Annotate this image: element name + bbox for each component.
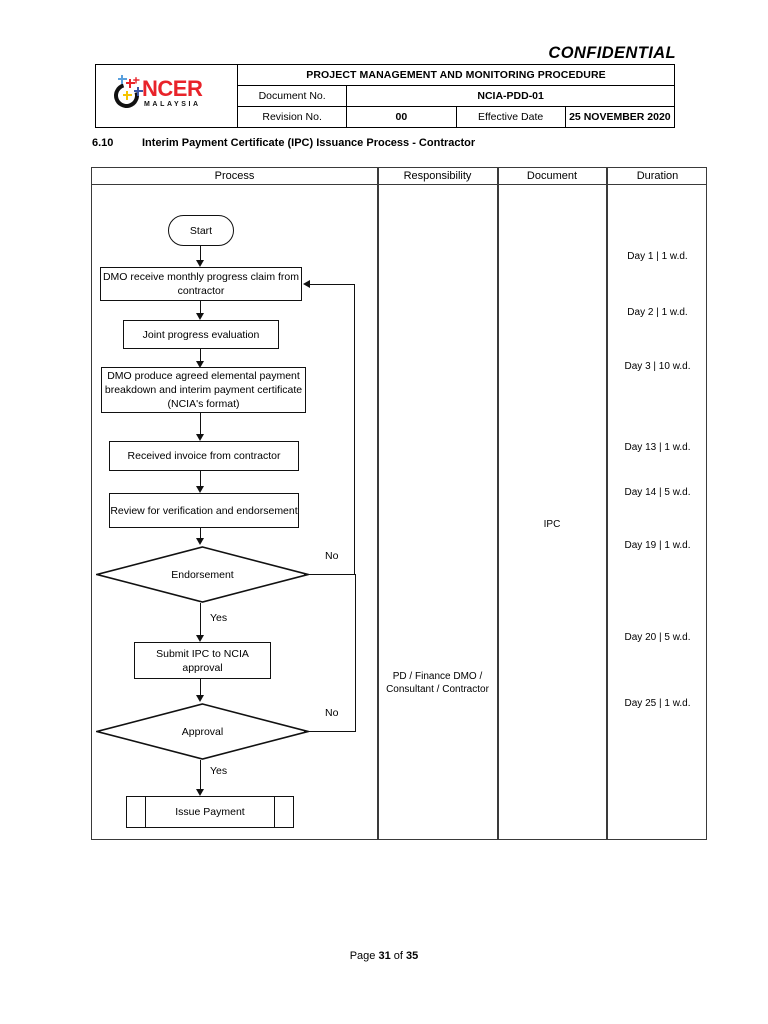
connector-line: [200, 246, 202, 261]
flow-node-label: Endorsement: [171, 568, 234, 581]
flow-node-label: Review for verification and endorsement: [110, 504, 298, 517]
flow-node-label: Issue Payment: [175, 806, 245, 818]
footer-middle: of: [390, 950, 407, 962]
connector-line: [200, 301, 202, 314]
flow-node-endorsement-decision[interactable]: Endorsement: [96, 546, 309, 603]
arrow-icon: [196, 486, 205, 493]
arrow-icon: [196, 789, 205, 796]
footer-prefix: Page: [349, 950, 379, 962]
flow-node-produce-breakdown[interactable]: DMO produce agreed elemental payment bre…: [101, 367, 306, 413]
duration-cell: Day 2 | 1 w.d.: [627, 307, 688, 318]
duration-cell: Day 14 | 5 w.d.: [624, 487, 691, 498]
section-heading: 6.10 Interim Payment Certificate (IPC) Is…: [92, 137, 475, 149]
confidential-banner: CONFIDENTIAL: [548, 44, 676, 62]
duration-cell: Day 1 | 1 w.d.: [627, 251, 688, 262]
flow-node-submit-ipc[interactable]: Submit IPC to NCIA approval: [134, 642, 271, 679]
arrow-icon: [196, 313, 205, 320]
footer-page-number: 31: [378, 950, 391, 962]
duration-cell: Day 3 | 10 w.d.: [624, 361, 691, 372]
document-no-label: Document No.: [236, 85, 348, 107]
revision-no-label: Revision No.: [236, 106, 348, 128]
connector-line: [200, 679, 202, 696]
connector-line: [200, 760, 202, 790]
flowchart-canvas: Start DMO receive monthly progress claim…: [92, 185, 377, 839]
logo-subtitle: MALAYSIA: [144, 101, 201, 108]
ncer-logo-cell: NCER MALAYSIA: [95, 64, 238, 128]
table-header-row: [92, 168, 706, 185]
column-header-document: Document: [526, 170, 578, 182]
connector-line: [200, 349, 202, 362]
flow-node-receive-claim[interactable]: DMO receive monthly progress claim from …: [100, 267, 302, 301]
connector-line: [310, 283, 355, 285]
document-header-table: NCER MALAYSIA PROJECT MANAGEMENT AND MON…: [95, 64, 676, 128]
arrow-icon: [303, 279, 310, 288]
logo-wordmark: NCER: [142, 76, 203, 101]
connector-line: [200, 413, 202, 435]
effective-date-label: Effective Date: [455, 106, 566, 128]
flow-node-label: Submit IPC to NCIA approval: [156, 647, 249, 674]
edge-label-endorsement-yes: Yes: [210, 612, 228, 624]
flow-node-review-verification[interactable]: Review for verification and endorsement: [109, 493, 299, 528]
edge-label-approval-no: No: [325, 707, 339, 719]
flow-node-label: DMO produce agreed elemental payment bre…: [104, 370, 303, 410]
arrow-icon: [196, 434, 205, 441]
section-number: 6.10: [92, 137, 114, 149]
arrow-icon: [196, 695, 205, 702]
edge-label-endorsement-no: No: [325, 550, 339, 562]
arrow-icon: [196, 635, 205, 642]
revision-no-value: 00: [346, 106, 457, 128]
flow-node-label: Approval: [181, 725, 224, 738]
duration-cell: Day 19 | 1 w.d.: [624, 540, 691, 551]
connector-line: [200, 603, 202, 636]
arrow-icon: [196, 361, 205, 368]
column-header-duration: Duration: [636, 170, 679, 182]
column-divider: [377, 168, 379, 839]
flow-node-issue-payment[interactable]: Issue Payment: [126, 796, 294, 828]
section-title: Interim Payment Certificate (IPC) Issuan…: [142, 137, 476, 149]
document-text: IPC: [543, 519, 561, 530]
flow-node-label: Start: [189, 224, 213, 237]
column-divider: [497, 168, 499, 839]
column-header-responsibility: Responsibility: [403, 170, 472, 182]
connector-line: [304, 574, 355, 576]
flow-node-joint-evaluation[interactable]: Joint progress evaluation: [123, 320, 279, 349]
connector-line: [354, 574, 356, 732]
connector-line: [304, 731, 356, 733]
flow-node-approval-decision[interactable]: Approval: [96, 703, 309, 760]
flow-node-label: DMO receive monthly progress claim from …: [102, 271, 300, 297]
diamond-shape: [96, 546, 309, 603]
page-footer: Page 31 of 35: [0, 950, 768, 962]
connector-line: [200, 471, 202, 487]
arrow-icon: [196, 538, 205, 545]
arrow-icon: [196, 260, 205, 267]
edge-label-approval-yes: Yes: [210, 765, 228, 777]
connector-line: [353, 284, 355, 575]
connector-line: [200, 528, 202, 539]
predefined-bar: [145, 797, 147, 827]
flow-node-label: Received invoice from contractor: [127, 450, 281, 462]
diamond-shape: [96, 703, 309, 760]
ncer-logo: NCER MALAYSIA: [100, 74, 224, 118]
column-divider: [606, 168, 608, 839]
flow-node-label: Joint progress evaluation: [142, 328, 260, 341]
duration-cell: Day 25 | 1 w.d.: [624, 698, 691, 709]
flow-node-received-invoice[interactable]: Received invoice from contractor: [109, 441, 299, 471]
footer-total-pages: 35: [406, 950, 419, 962]
document-title: PROJECT MANAGEMENT AND MONITORING PROCED…: [237, 64, 675, 86]
process-flow-table: Process Responsibility Document Duration…: [91, 167, 707, 840]
duration-cell: Day 13 | 1 w.d.: [624, 442, 691, 453]
responsibility-text: PD / Finance DMO / Consultant / Contract…: [386, 671, 489, 695]
column-header-process: Process: [214, 170, 255, 182]
effective-date-value: 25 NOVEMBER 2020: [564, 106, 676, 128]
duration-cell: Day 20 | 5 w.d.: [624, 632, 691, 643]
document-no-value: NCIA-PDD-01: [346, 85, 675, 107]
flow-node-start[interactable]: Start: [168, 215, 234, 246]
predefined-bar: [273, 797, 275, 827]
